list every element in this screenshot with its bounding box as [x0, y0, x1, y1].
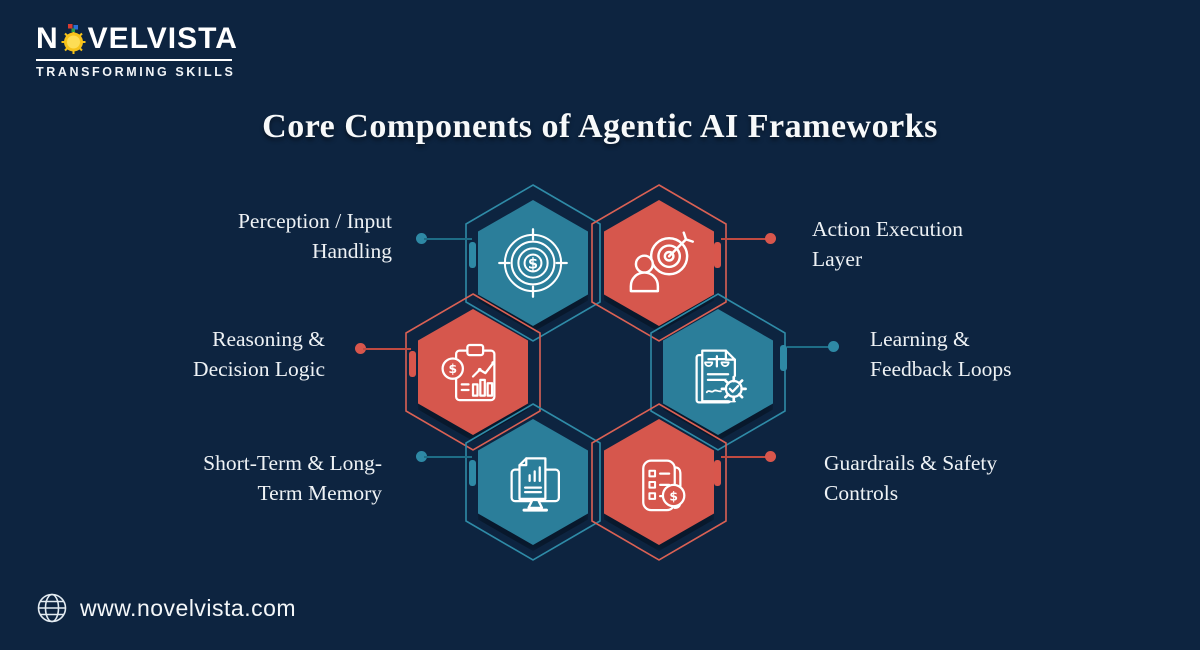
- connector-pill: [714, 460, 721, 486]
- svg-text:$: $: [669, 490, 678, 504]
- label-reasoning: Reasoning & Decision Logic: [193, 327, 325, 381]
- globe-icon: [37, 593, 67, 623]
- connector-dot: [765, 233, 776, 244]
- label-memory: Short-Term & Long- Term Memory: [203, 451, 382, 505]
- checklist-dollar-icon: $: [642, 459, 686, 512]
- connector-dot: [355, 343, 366, 354]
- connector-line: [424, 456, 472, 458]
- logo-tagline: TRANSFORMING SKILLS: [36, 65, 236, 79]
- hexagon-outline: [591, 184, 727, 342]
- connector-dot: [828, 341, 839, 352]
- hexagon-guardrails: $: [591, 403, 727, 561]
- connector-line: [721, 456, 767, 458]
- logo-text-n: N: [36, 22, 59, 55]
- hexagon-outline: [405, 293, 541, 451]
- page-title: Core Components of Agentic AI Frameworks: [262, 108, 938, 145]
- hexagon-outline: [591, 403, 727, 561]
- person-target-icon: [629, 231, 694, 293]
- website-url: www.novelvista.com: [80, 594, 297, 621]
- sun-logo-icon: [60, 24, 87, 54]
- connector-dot: [416, 451, 427, 462]
- connector-line: [363, 348, 411, 350]
- novelvista-logo: N VELVISTA TRANSFORMING SKILLS: [36, 24, 238, 79]
- connector-pill: [469, 242, 476, 268]
- hexagon-fill: $: [418, 309, 528, 435]
- connector-pill: [780, 345, 787, 371]
- hexagon-perception: $: [465, 184, 601, 342]
- hexagon-outline: [465, 403, 601, 561]
- label-learning: Learning & Feedback Loops: [870, 327, 1012, 381]
- connector-line: [721, 238, 767, 240]
- label-guardrails: Guardrails & Safety Controls: [824, 451, 998, 505]
- label-action-execution: Action Execution Layer: [812, 217, 964, 271]
- hexagon-reasoning: $: [405, 293, 541, 451]
- connector-pill: [469, 460, 476, 486]
- target-dollar-icon: $: [498, 228, 568, 298]
- connector-pill: [714, 242, 721, 268]
- logo-wordmark: N VELVISTA: [36, 24, 238, 54]
- monitor-chart-icon: [510, 457, 560, 512]
- svg-text:$: $: [528, 256, 538, 273]
- footer: www.novelvista.com: [36, 592, 296, 624]
- hexagon-learning: [650, 293, 786, 451]
- connector-dot: [765, 451, 776, 462]
- svg-text:$: $: [448, 362, 457, 376]
- logo-text-rest: VELVISTA: [87, 22, 238, 55]
- hexagon-outline: [465, 184, 601, 342]
- document-scales-gear-icon: [695, 349, 747, 404]
- connector-dot: [416, 233, 427, 244]
- connector-pill: [409, 351, 416, 377]
- connector-line: [787, 346, 831, 348]
- logo-divider: [36, 59, 232, 61]
- hexagon-memory: [465, 403, 601, 561]
- connector-line: [424, 238, 472, 240]
- hexagon-action-execution: [591, 184, 727, 342]
- label-perception: Perception / Input Handling: [237, 209, 392, 263]
- hexagon-outline: [650, 293, 786, 451]
- clipboard-analytics-icon: $: [441, 343, 496, 402]
